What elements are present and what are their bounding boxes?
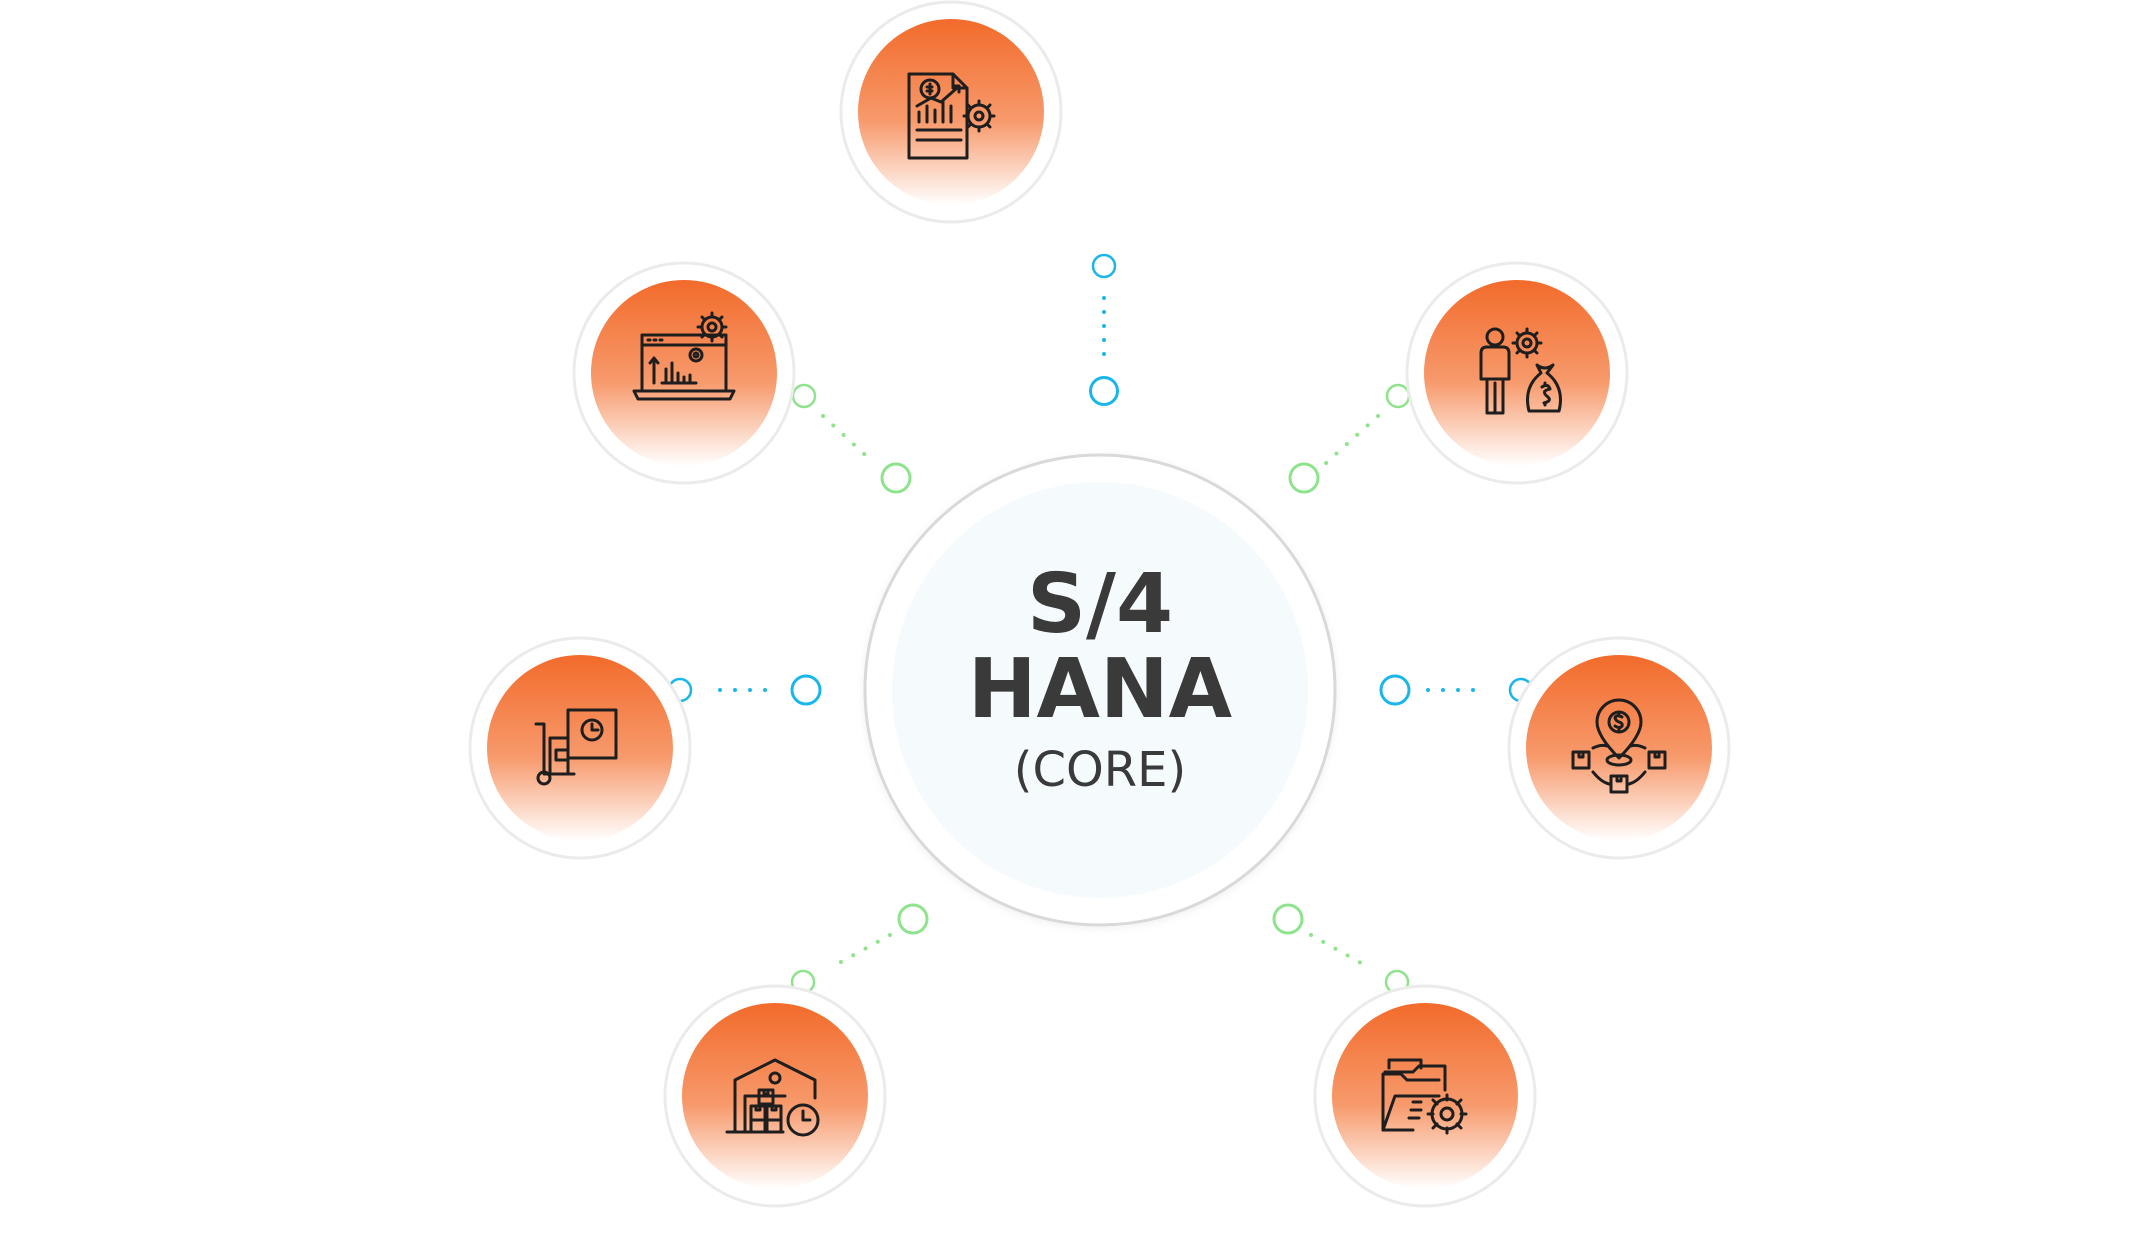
hand-truck-clock-icon	[534, 708, 618, 786]
connector-end-large	[1288, 462, 1320, 494]
node-upper-right	[1405, 261, 1629, 485]
connector-middle-left	[667, 674, 822, 706]
connector-upper-right	[1288, 383, 1411, 494]
connector-dots	[830, 933, 892, 969]
connector-end-small	[791, 383, 817, 409]
connector-end-large	[1272, 903, 1304, 935]
node-upper-left	[572, 261, 796, 485]
connector-dots	[821, 414, 876, 465]
person-gear-money-bag-icon	[1479, 327, 1562, 415]
connector-end-large	[1379, 674, 1411, 706]
node-middle-left	[468, 636, 692, 860]
node-lower-left	[663, 984, 887, 1208]
connector-middle-right	[1379, 674, 1534, 706]
connector-end-small	[1091, 253, 1117, 279]
folder-gear-icon	[1381, 1058, 1468, 1135]
location-pin-distribution-icon	[1571, 698, 1667, 794]
connector-end-large	[880, 462, 912, 494]
warehouse-boxes-clock-icon	[725, 1058, 820, 1137]
core-title-line2: HANA	[967, 642, 1233, 737]
connector-end-large	[1089, 376, 1119, 406]
connector-top	[1089, 253, 1119, 406]
connector-end-small	[1385, 383, 1411, 409]
core-subtitle: (CORE)	[1013, 742, 1187, 798]
connector-lower-right	[1272, 903, 1410, 995]
connector-lower-left	[790, 903, 929, 995]
core-title-line1: S/4	[1026, 557, 1174, 652]
connector-end-large	[790, 674, 822, 706]
financial-report-gear-icon	[907, 72, 996, 160]
laptop-analytics-gear-icon	[632, 311, 736, 401]
connector-dots	[1324, 414, 1380, 465]
core-circle	[863, 453, 1337, 927]
node-top	[839, 0, 1063, 224]
connector-upper-left	[791, 383, 912, 494]
connector-dots	[1309, 933, 1370, 969]
connector-end-large	[897, 903, 929, 935]
node-middle-right	[1507, 636, 1731, 860]
node-lower-right	[1313, 984, 1537, 1208]
